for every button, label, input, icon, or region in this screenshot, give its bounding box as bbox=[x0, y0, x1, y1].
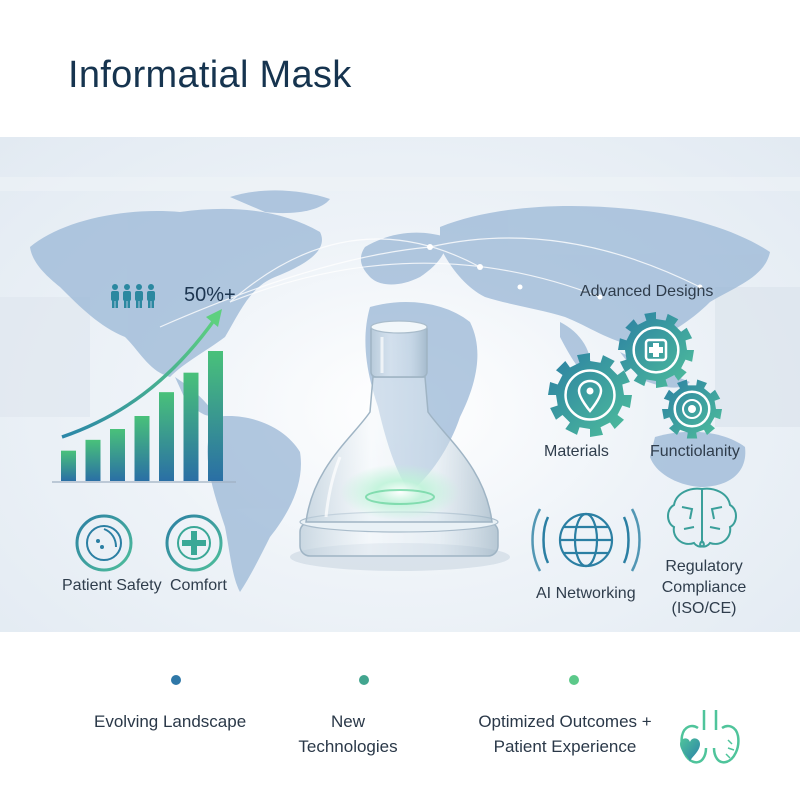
chart-bar-2 bbox=[85, 439, 101, 481]
regulatory-compliance-label: Regulatory Compliance (ISO/CE) bbox=[652, 557, 756, 619]
sensor-icon bbox=[682, 399, 702, 419]
trend-arrow bbox=[61, 317, 217, 439]
page-title: Informatial Mask bbox=[68, 54, 352, 96]
chart-bar-5 bbox=[159, 392, 174, 481]
timeline-dot-1 bbox=[171, 675, 181, 685]
timeline-step-2: New Technologies bbox=[290, 710, 406, 759]
timeline-step-1: Evolving Landscape bbox=[94, 710, 246, 735]
timeline-step-1-text: Evolving Landscape bbox=[94, 712, 247, 731]
medical-cross-icon bbox=[644, 338, 668, 362]
timeline-step-3: Optimized Outcomes + Patient Experience bbox=[462, 710, 668, 759]
patient-safety-icon bbox=[75, 514, 133, 572]
chart-bar-6 bbox=[183, 372, 199, 481]
brain-icon bbox=[667, 487, 737, 548]
growth-bar-chart bbox=[61, 351, 223, 481]
timeline-step-2-line-1: New bbox=[330, 712, 365, 731]
timeline-step-3-line-2: Patient Experience bbox=[493, 736, 637, 756]
chart-bar-4 bbox=[134, 416, 150, 481]
timeline-line bbox=[171, 675, 579, 685]
timeline-dot-3 bbox=[569, 675, 579, 685]
regulatory-line-1: Regulatory bbox=[665, 558, 743, 575]
stat-value: 50%+ bbox=[184, 284, 236, 306]
chart-bar-1 bbox=[61, 450, 76, 481]
world-map-background bbox=[0, 177, 800, 592]
people-icon bbox=[111, 284, 155, 308]
comfort-cross-icon bbox=[165, 514, 223, 572]
regulatory-line-2: Compliance bbox=[661, 578, 747, 596]
gear-icon bbox=[548, 312, 722, 439]
location-pin-icon bbox=[577, 379, 603, 413]
heart-lungs-icon bbox=[680, 710, 740, 764]
functionality-label: Functiolanity bbox=[650, 443, 740, 460]
comfort-label: Comfort bbox=[170, 577, 227, 594]
advanced-designs-label: Advanced Designs bbox=[580, 283, 714, 300]
chart-bar-7 bbox=[208, 351, 223, 481]
mask-illustration bbox=[290, 320, 510, 571]
timeline-step-2-line-2: Technologies bbox=[298, 736, 398, 756]
chart-bar-3 bbox=[110, 429, 125, 481]
timeline-section: Evolving Landscape New Technologies Opti… bbox=[0, 632, 800, 800]
timeline-step-3-line-1: Optimized Outcomes + bbox=[478, 712, 652, 731]
regulatory-line-3: (ISO/CE) bbox=[671, 599, 737, 617]
ai-networking-label: AI Networking bbox=[536, 585, 636, 602]
trend-arrow-head bbox=[206, 309, 222, 327]
materials-label: Materials bbox=[544, 443, 609, 460]
timeline-dot-2 bbox=[359, 675, 369, 685]
patient-safety-label: Patient Safety bbox=[62, 577, 162, 594]
globe-icon bbox=[531, 508, 641, 572]
hero-panel: 50%+ Patient Safety Comfort Advanced Des… bbox=[0, 137, 800, 632]
